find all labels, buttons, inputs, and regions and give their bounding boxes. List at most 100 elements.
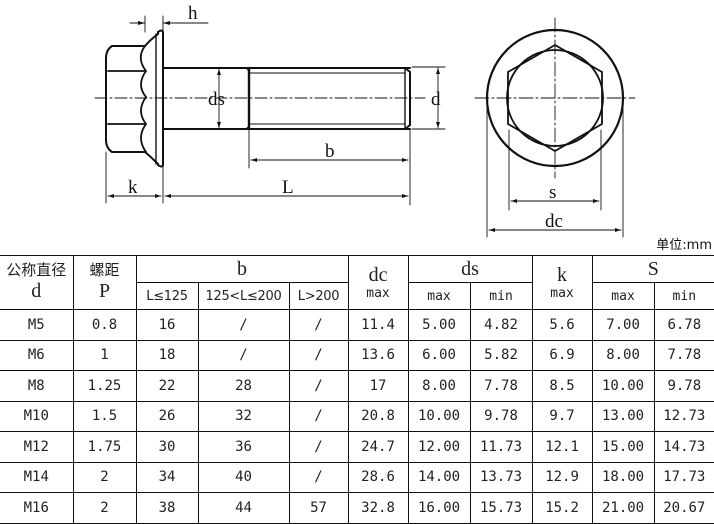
cell-s-max: 18.00 (591, 461, 655, 493)
cell-b3: / (288, 339, 349, 371)
cell-b3: / (288, 431, 349, 463)
table-row: M6 1 18 / / 13.6 6.00 5.82 6.9 8.00 7.78 (0, 339, 714, 371)
cell-b2: 32 (197, 400, 290, 432)
header-b: b (135, 255, 349, 283)
header-b-range-3: L>200 (288, 282, 349, 310)
flange-bolt-drawing: h ds d b k L s dc (94, 3, 636, 238)
cell-d: M8 (0, 370, 74, 402)
cell-k: 12.9 (531, 461, 593, 493)
cell-ds-min: 4.82 (469, 309, 533, 341)
header-k: k max (531, 255, 593, 310)
table-row: M16 2 38 44 57 32.8 16.00 15.73 15.2 21.… (0, 492, 714, 524)
header-pitch-symbol: P (98, 279, 111, 302)
dim-label-s: s (549, 182, 556, 203)
cell-ds-max: 16.00 (407, 492, 471, 524)
cell-ds-max: 14.00 (407, 461, 471, 493)
cell-d: M16 (0, 492, 74, 524)
header-nominal-diameter-label: 公称直径 (6, 261, 67, 280)
cell-s-max: 10.00 (591, 370, 655, 402)
cell-dc: 11.4 (347, 309, 409, 341)
cell-b1: 16 (135, 309, 199, 341)
cell-p: 0.8 (72, 309, 137, 341)
header-dc-sub: max (366, 285, 390, 301)
cell-ds-min: 7.78 (469, 370, 533, 402)
dim-label-dc: dc (545, 211, 563, 232)
unit-label: 单位:mm (656, 238, 712, 253)
header-s-min: min (653, 282, 714, 310)
cell-s-max: 15.00 (591, 431, 655, 463)
cell-s-min: 6.78 (653, 309, 714, 341)
dim-label-d: d (431, 89, 441, 110)
cell-ds-max: 10.00 (407, 400, 471, 432)
header-pitch: 螺距 P (72, 255, 137, 310)
cell-d: M14 (0, 461, 74, 493)
cell-dc: 13.6 (347, 339, 409, 371)
cell-b3: / (288, 370, 349, 402)
cell-b2: / (197, 339, 290, 371)
cell-b1: 34 (135, 461, 199, 493)
header-s: S (591, 255, 714, 283)
header-dc-label: dc (368, 263, 388, 286)
cell-p: 1.75 (72, 431, 137, 463)
cell-k: 9.7 (531, 400, 593, 432)
cell-dc: 28.6 (347, 461, 409, 493)
cell-s-max: 7.00 (591, 309, 655, 341)
header-k-sub: max (550, 285, 574, 301)
cell-s-min: 14.73 (653, 431, 714, 463)
cell-ds-min: 11.73 (469, 431, 533, 463)
cell-p: 1.25 (72, 370, 137, 402)
cell-d: M10 (0, 400, 74, 432)
dim-label-h: h (188, 3, 198, 24)
cell-d: M5 (0, 309, 74, 341)
cell-ds-min: 15.73 (469, 492, 533, 524)
cell-ds-max: 6.00 (407, 339, 471, 371)
header-pitch-label: 螺距 (89, 261, 120, 280)
cell-ds-min: 9.78 (469, 400, 533, 432)
header-dc: dc max (347, 255, 409, 310)
header-ds-min: min (469, 282, 533, 310)
side-view (94, 15, 446, 206)
table-row: M5 0.8 16 / / 11.4 5.00 4.82 5.6 7.00 6.… (0, 309, 714, 341)
header-row-1: 公称直径 d 螺距 P b dc max ds k max S (0, 255, 714, 310)
cell-p: 1 (72, 339, 137, 371)
cell-p: 1.5 (72, 400, 137, 432)
cell-b3: 57 (288, 492, 349, 524)
cell-s-min: 17.73 (653, 461, 714, 493)
cell-s-max: 21.00 (591, 492, 655, 524)
cell-s-min: 7.78 (653, 339, 714, 371)
header-ds-max: max (407, 282, 471, 310)
cell-ds-max: 12.00 (407, 431, 471, 463)
cell-b2: / (197, 309, 290, 341)
cell-dc: 32.8 (347, 492, 409, 524)
cell-ds-min: 13.73 (469, 461, 533, 493)
cell-ds-max: 5.00 (407, 309, 471, 341)
header-s-max: max (591, 282, 655, 310)
table-row: M8 1.25 22 28 / 17 8.00 7.78 8.5 10.00 9… (0, 370, 714, 402)
cell-p: 2 (72, 461, 137, 493)
cell-b2: 44 (197, 492, 290, 524)
header-k-label: k (557, 263, 568, 286)
cell-d: M12 (0, 431, 74, 463)
cell-b3: / (288, 400, 349, 432)
cell-s-max: 8.00 (591, 339, 655, 371)
dim-label-ds: ds (208, 89, 225, 110)
cell-d: M6 (0, 339, 74, 371)
cell-dc: 24.7 (347, 431, 409, 463)
header-row-2: L≤125 125<L≤200 L>200 max min max min (0, 282, 714, 310)
table-row: M12 1.75 30 36 / 24.7 12.00 11.73 12.1 1… (0, 431, 714, 463)
cell-k: 8.5 (531, 370, 593, 402)
header-b-range-1: L≤125 (136, 282, 199, 310)
cell-b2: 36 (197, 431, 290, 463)
cell-b1: 22 (135, 370, 199, 402)
cell-k: 12.1 (531, 431, 593, 463)
cell-b3: / (288, 309, 349, 341)
cell-b3: / (288, 461, 349, 493)
cell-b1: 18 (135, 339, 199, 371)
dim-label-k: k (128, 177, 138, 198)
cell-b1: 26 (135, 400, 199, 432)
cell-p: 2 (72, 492, 137, 524)
dim-label-L: L (282, 177, 294, 198)
cell-k: 5.6 (531, 309, 593, 341)
dim-label-b: b (325, 141, 335, 162)
cell-b1: 30 (135, 431, 199, 463)
